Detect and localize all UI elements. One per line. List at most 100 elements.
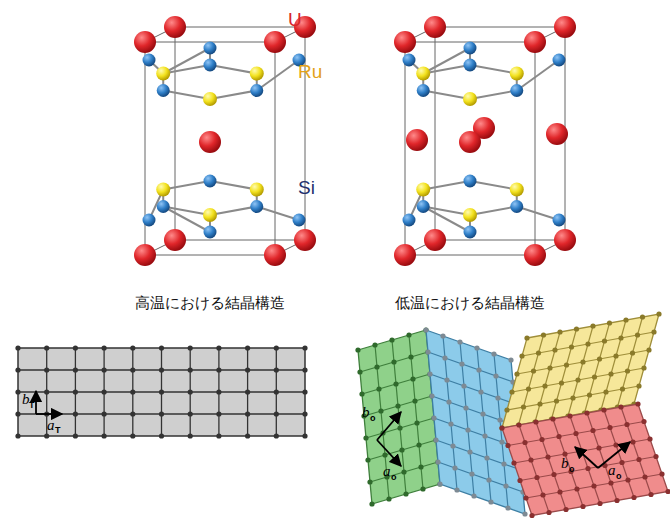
lattice-point (454, 487, 459, 492)
lattice-point (592, 374, 597, 379)
lattice-point (647, 436, 652, 441)
vector-subscript: T (55, 426, 61, 435)
lattice-point (585, 466, 590, 471)
bond-line (423, 91, 470, 100)
lattice-point (425, 349, 430, 354)
atom-si (204, 226, 217, 239)
grid-line (526, 474, 662, 498)
lattice-point (541, 332, 546, 337)
lattice-point (499, 425, 504, 430)
lattice-point (386, 496, 391, 501)
lattice-point (641, 419, 646, 424)
lattice-point (188, 411, 193, 416)
lattice-point (584, 410, 589, 415)
lattice-point (410, 376, 415, 381)
lattice-point (580, 359, 585, 364)
bond-line (423, 181, 470, 190)
atom-ru (510, 183, 524, 197)
grid-line (370, 462, 438, 482)
lattice-point (590, 323, 595, 328)
atom-si (157, 200, 170, 213)
vector-subscript: o (370, 414, 376, 423)
atom-u (459, 131, 481, 153)
grid-line (443, 336, 457, 490)
lattice-point (573, 431, 578, 436)
lattice-point (216, 433, 221, 438)
grid-line (519, 425, 549, 513)
atom-u (524, 31, 546, 53)
vector-subscript: o (569, 465, 575, 474)
atom-u (164, 229, 186, 251)
grid-line (507, 386, 639, 410)
structure-caption: 高温における結晶構造 (135, 296, 285, 311)
lattice-point (448, 421, 453, 426)
lattice-point (369, 501, 374, 506)
grid-line (512, 368, 644, 392)
lattice-point (188, 367, 193, 372)
lattice-point (602, 338, 607, 343)
lattice-point (533, 419, 538, 424)
lattice-point (102, 389, 107, 394)
bond-line (470, 91, 517, 100)
lattice-point (563, 507, 568, 512)
lattice-point (302, 411, 307, 416)
lattice-point (556, 434, 561, 439)
lattice-point (519, 353, 524, 358)
lattice-point (625, 368, 630, 373)
lattice-point (585, 341, 590, 346)
lattice-point (567, 413, 572, 418)
atom-ru (416, 67, 430, 81)
lattice-point (397, 425, 402, 430)
element-label: Ru (298, 62, 322, 81)
lattice-point (431, 415, 436, 420)
lattice-point (596, 445, 601, 450)
bond-line (210, 65, 257, 74)
lattice-point (537, 401, 542, 406)
lattice-point (408, 354, 413, 359)
grid-line (535, 332, 560, 422)
lattice-point (431, 415, 436, 420)
element-label: Si (298, 178, 315, 197)
lattice-point (130, 367, 135, 372)
lattice-point (480, 411, 485, 416)
atom-si (204, 59, 217, 72)
grid-line (552, 329, 577, 419)
grid-line (477, 348, 491, 502)
lattice-point (521, 404, 526, 409)
lattice-point (73, 345, 78, 350)
lattice-point (452, 465, 457, 470)
grid-line (604, 410, 634, 498)
atom-ru (463, 208, 477, 222)
lattice-point (580, 504, 585, 509)
lattice-point (461, 383, 466, 388)
atom-si (510, 84, 523, 97)
lattice-point (542, 383, 547, 388)
lattice-point (607, 320, 612, 325)
lattice-point (274, 389, 279, 394)
lattice-point (624, 422, 629, 427)
lattice-point (570, 395, 575, 400)
lattice-point (636, 457, 641, 462)
vector-arrow (377, 412, 401, 440)
lattice-point (15, 389, 20, 394)
lattice-point (374, 364, 379, 369)
atom-si (510, 200, 523, 213)
lattice-point (597, 501, 602, 506)
atom-si (464, 226, 477, 239)
vector-label: b (561, 456, 569, 471)
lattice-point (540, 492, 545, 497)
lattice-point (484, 455, 489, 460)
lattice-point (665, 489, 670, 494)
lattice-point (401, 469, 406, 474)
lattice-point (444, 377, 449, 382)
lattice-point (651, 329, 656, 334)
vector-subscript: T (29, 401, 35, 410)
atom-si (403, 54, 416, 67)
lattice-point (534, 475, 539, 480)
cell-edge (435, 240, 565, 241)
lattice-point (355, 347, 360, 352)
lattice-point (607, 425, 612, 430)
lattice-point (552, 347, 557, 352)
tetragonal-lattice (15, 345, 307, 438)
